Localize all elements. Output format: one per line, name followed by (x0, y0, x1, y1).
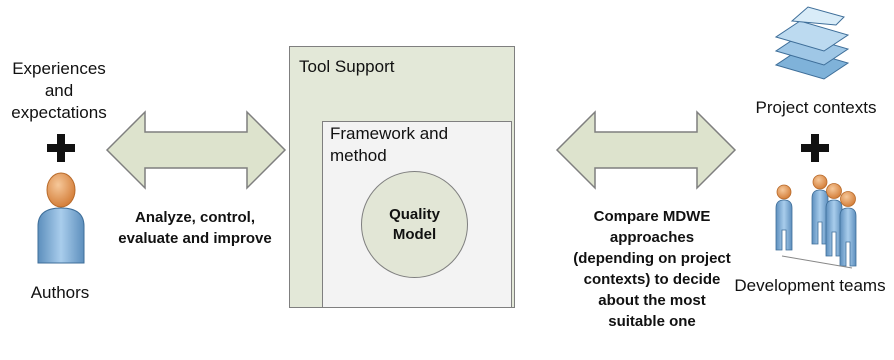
tool-support-label: Tool Support (299, 57, 395, 76)
left-action-text: Analyze, control, evaluate and improve (118, 209, 272, 247)
left-double-arrow (105, 110, 287, 190)
team-people-icon (775, 174, 857, 269)
plus-icon-left (45, 132, 79, 166)
project-contexts-label: Project contexts (755, 98, 877, 117)
authors-label: Authors (30, 283, 90, 302)
plus-icon (47, 134, 75, 162)
development-teams-label: Development teams (734, 276, 886, 295)
right-double-arrow (555, 110, 737, 190)
right-action-text: Compare MDWE approaches (depending on pr… (573, 208, 731, 330)
quality-model-label: Quality Model (389, 205, 440, 243)
experiences-label: Experiences and expectations (11, 59, 107, 122)
plus-icon-right (799, 132, 833, 166)
framework-label: Framework and method (330, 124, 449, 165)
plus-icon (801, 134, 829, 162)
documents-stack-icon (774, 6, 850, 80)
author-person-icon (37, 172, 85, 264)
quality-model-circle: Quality Model (361, 171, 468, 278)
